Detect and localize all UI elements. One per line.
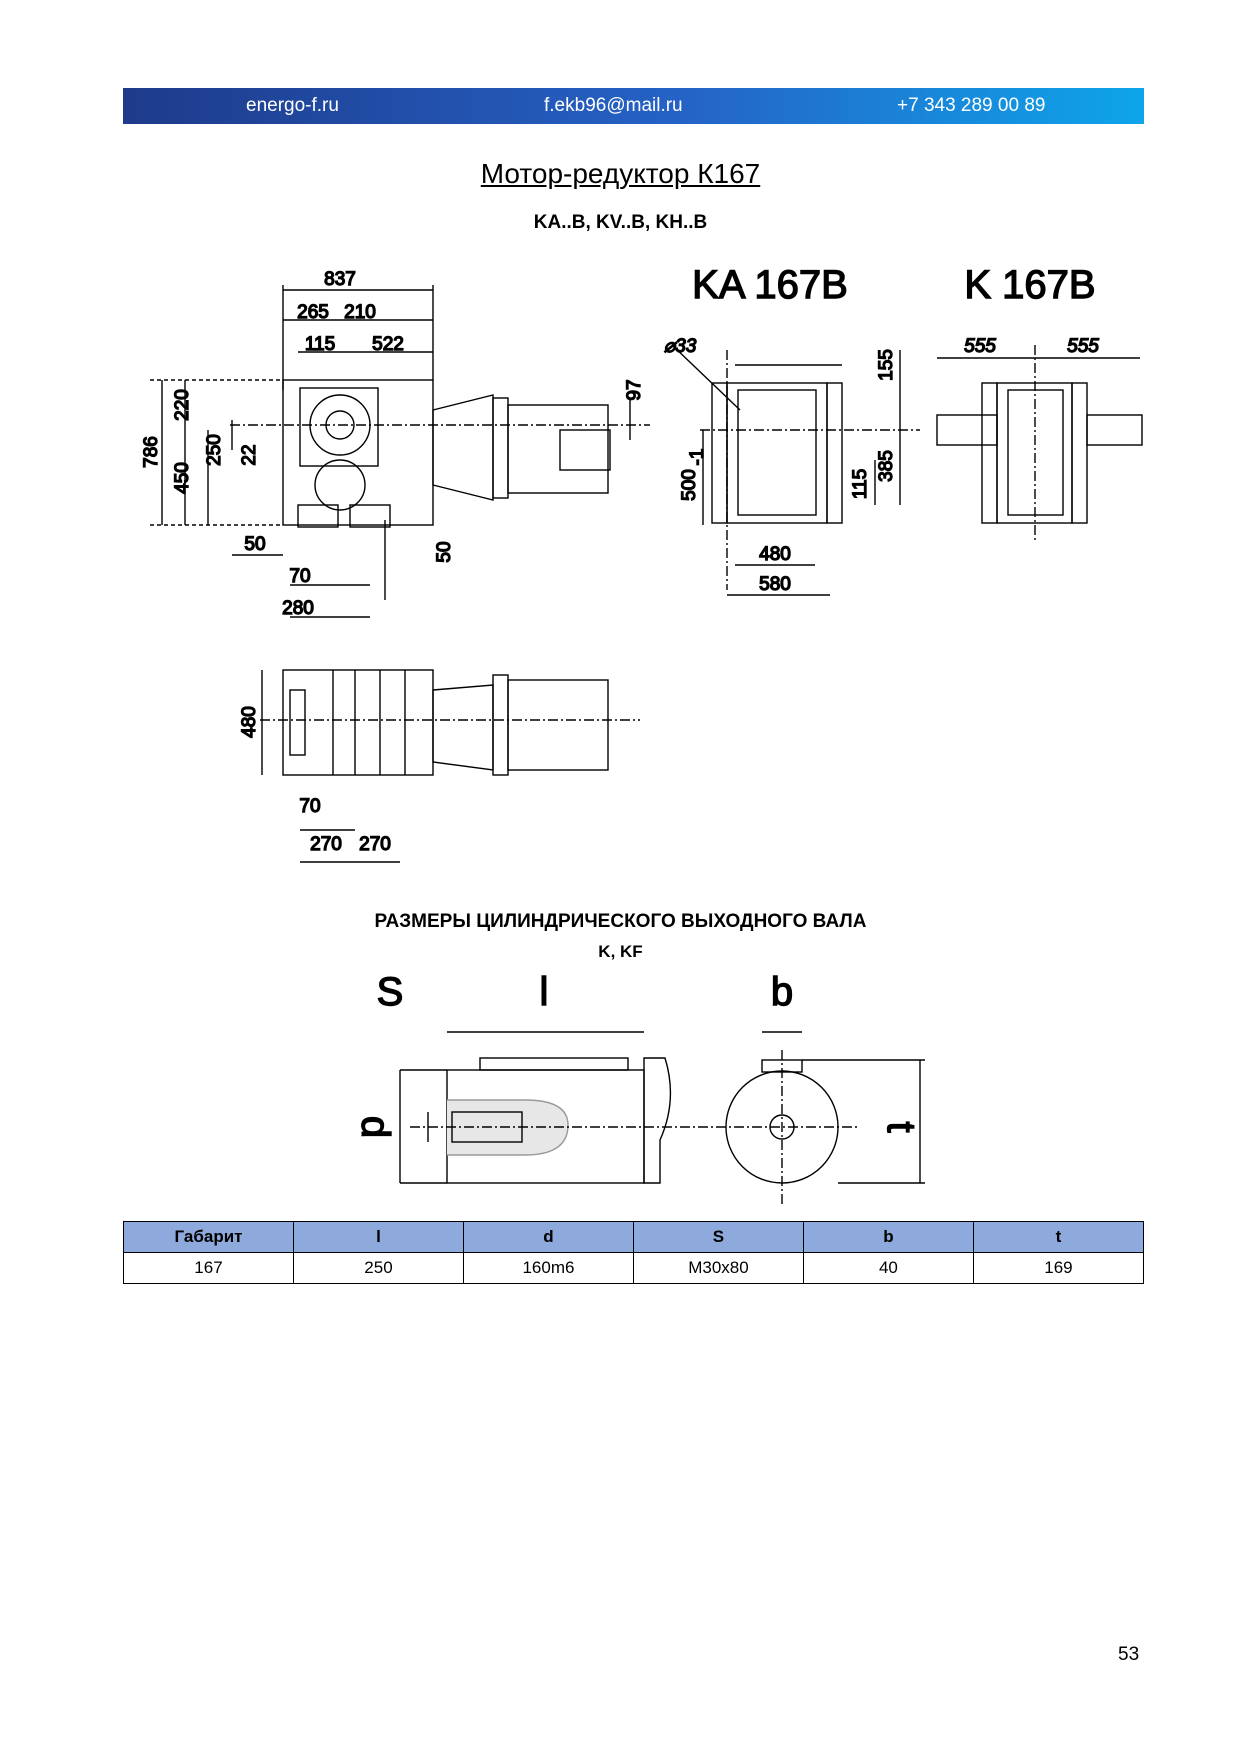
dim-522: 522 xyxy=(372,334,404,355)
dim-270-b: 270 xyxy=(359,834,391,855)
shaft-label-t: t xyxy=(879,1121,923,1132)
header-bar: energo-f.ru f.ekb96@mail.ru +7 343 289 0… xyxy=(123,88,1144,124)
table-header: S xyxy=(632,1221,804,1253)
table-header: d xyxy=(462,1221,634,1253)
shaft-detail xyxy=(399,1031,925,1205)
dim-500: 500 xyxy=(679,469,700,501)
dim-70-top: 70 xyxy=(299,796,320,817)
dim-450: 450 xyxy=(172,462,193,494)
dim-115-front: 115 xyxy=(850,469,871,499)
section-title: РАЗМЕРЫ ЦИЛИНДРИЧЕСКОГО ВЫХОДНОГО ВАЛА xyxy=(374,911,867,932)
phone-link[interactable]: +7 343 289 00 89 xyxy=(897,95,1046,116)
section-subtitle: K, KF xyxy=(598,942,643,961)
dim-250: 250 xyxy=(204,434,225,466)
dim-580: 580 xyxy=(759,574,791,595)
dim-115: 115 xyxy=(305,334,335,355)
table-row: 167 250 160m6 M30x80 40 169 xyxy=(123,1252,1145,1284)
dim-480-front: 480 xyxy=(759,544,791,565)
view-label-k: K 167B xyxy=(964,263,1095,307)
table-header: b xyxy=(802,1221,974,1253)
dim-786: 786 xyxy=(141,436,162,468)
page-title: Мотор-редуктор К167 xyxy=(480,158,761,189)
dim-500-tolerance: -1 xyxy=(687,449,708,466)
dim-70: 70 xyxy=(289,566,310,587)
dim-265: 265 xyxy=(297,302,329,323)
shaft-label-l: l xyxy=(540,970,549,1014)
table-cell: M30x80 xyxy=(632,1252,804,1284)
dim-385: 385 xyxy=(876,450,897,482)
front-view-ka xyxy=(671,344,920,596)
table-cell: 40 xyxy=(802,1252,974,1284)
table-header: l xyxy=(292,1221,464,1253)
dim-837: 837 xyxy=(324,269,356,290)
table-cell: 160m6 xyxy=(462,1252,634,1284)
shaft-label-s: S xyxy=(377,970,404,1014)
dim-220: 220 xyxy=(172,389,193,421)
dim-270-a: 270 xyxy=(310,834,342,855)
page-number: 53 xyxy=(1118,1644,1140,1665)
dim-50-v: 50 xyxy=(434,541,455,562)
site-link[interactable]: energo-f.ru xyxy=(246,95,339,116)
table-header: Габарит xyxy=(123,1221,294,1253)
page-subtitle: KA..B, KV..B, KH..B xyxy=(533,212,708,233)
email-link[interactable]: f.ekb96@mail.ru xyxy=(544,95,683,116)
shaft-label-b: b xyxy=(771,970,793,1014)
table-cell: 169 xyxy=(972,1252,1145,1284)
shaft-label-d: d xyxy=(353,1116,397,1138)
table-cell: 167 xyxy=(123,1252,294,1284)
top-view xyxy=(260,669,640,863)
dim-555-left: 555 xyxy=(964,336,996,357)
table-cell: 250 xyxy=(292,1252,464,1284)
view-label-ka: KA 167B xyxy=(692,263,848,307)
dim-50-h: 50 xyxy=(244,534,265,555)
dim-280: 280 xyxy=(282,598,314,619)
dim-555-right: 555 xyxy=(1067,336,1099,357)
side-view xyxy=(150,285,650,618)
spec-table: Габарит l d S b t 167 250 160m6 M30x80 4… xyxy=(123,1221,1145,1284)
dim-155: 155 xyxy=(876,349,897,381)
dim-22: 22 xyxy=(239,444,260,465)
dim-dia33: ⌀33 xyxy=(664,336,697,357)
front-view-k xyxy=(936,345,1143,540)
table-header: t xyxy=(972,1221,1145,1253)
table-header-row: Габарит l d S b t xyxy=(123,1221,1145,1253)
dim-210: 210 xyxy=(344,302,376,323)
dim-480-top: 480 xyxy=(239,706,260,738)
dim-97: 97 xyxy=(624,379,645,400)
